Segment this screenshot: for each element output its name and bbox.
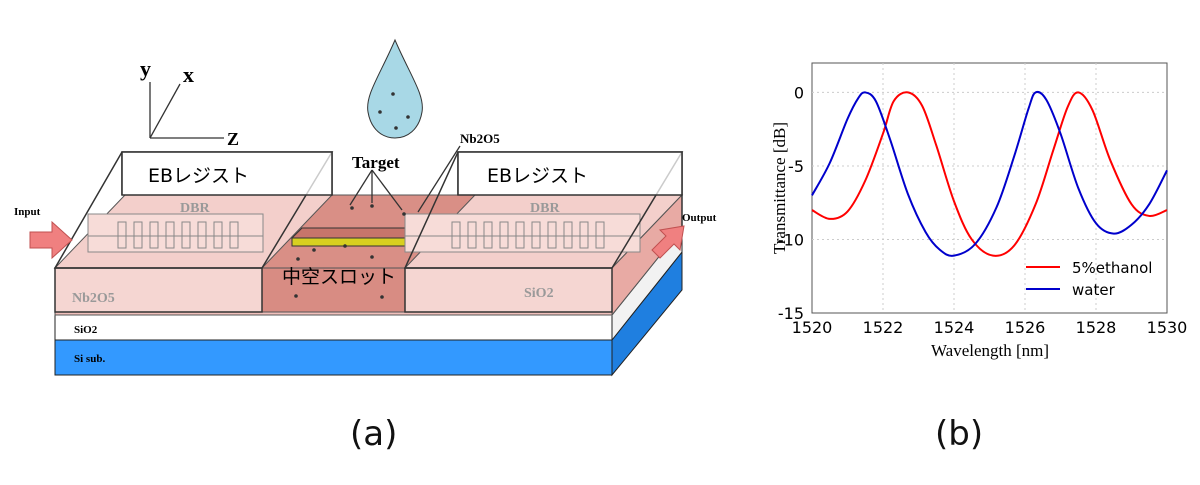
dbr-left [87,213,264,253]
eb-resist-right [403,151,684,313]
output-label: Output [682,212,717,224]
legend: 5%ethanol water [1026,259,1152,299]
sio2-right-label: SiO2 [524,286,554,301]
target-particles [294,204,406,299]
target-arrows [349,145,461,213]
sio2-layer [54,314,613,341]
input-arrow [29,220,73,260]
eb-resist-left [53,151,334,313]
series-line-ethanol [811,91,1168,257]
axis-y-label: y [140,56,151,81]
series-lines [811,90,1168,257]
series-line-water [811,90,1168,257]
output-arrow [651,225,685,259]
y-tick-label: 0 [794,83,804,102]
x-tick-label: 1522 [863,318,904,337]
dbr-left-label: DBR [180,201,210,216]
transmittance-chart: 1520 1522 1524 1526 1528 1530 0 -5 -10 -15 Wavele… [770,62,1188,360]
caption-b: (b) [935,414,984,454]
hollow-slot-label: 中空スロット [282,266,396,288]
si-substrate [54,339,613,376]
x-axis-label: Wavelength [nm] [931,341,1049,360]
eb-resist-left-label: EBレジスト [148,165,249,187]
x-tick-label: 1520 [792,318,833,337]
sio2-layer-label: SiO2 [74,324,98,336]
tick-labels: 1520 1522 1524 1526 1528 1530 0 -5 -10 -15 [778,83,1188,337]
x-tick-label: 1530 [1147,318,1188,337]
droplet-icon [367,38,423,139]
dbr-right-label: DBR [530,201,560,216]
y-tick-label: -15 [778,304,804,323]
nb2o5-top-label: Nb2O5 [460,131,500,146]
target-label: Target [352,153,400,172]
axis-triad [149,82,224,139]
nb2o5-bottom-label: Nb2O5 [72,291,115,306]
y-tick-label: -10 [778,230,804,249]
x-tick-label: 1528 [1076,318,1117,337]
caption-a: (a) [350,414,398,454]
axis-x-label: x [183,62,194,87]
grid [812,63,1167,313]
x-tick-label: 1524 [934,318,975,337]
axis-z-label: Z [227,129,239,149]
x-tick-label: 1526 [1005,318,1046,337]
input-label: Input [14,206,41,218]
y-tick-label: -5 [788,157,804,176]
y-axis-label: Transmittance [dB] [770,122,789,254]
legend-label-water: water [1072,281,1116,299]
dbr-right [404,213,641,253]
device-schematic: y x Z EBレジスト EBレジスト Target Nb2O5 DBR DBR… [14,38,717,377]
si-sub-label: Si sub. [74,353,105,365]
legend-label-ethanol: 5%ethanol [1072,259,1152,277]
eb-resist-right-label: EBレジスト [487,165,588,187]
plot-frame [811,62,1168,314]
